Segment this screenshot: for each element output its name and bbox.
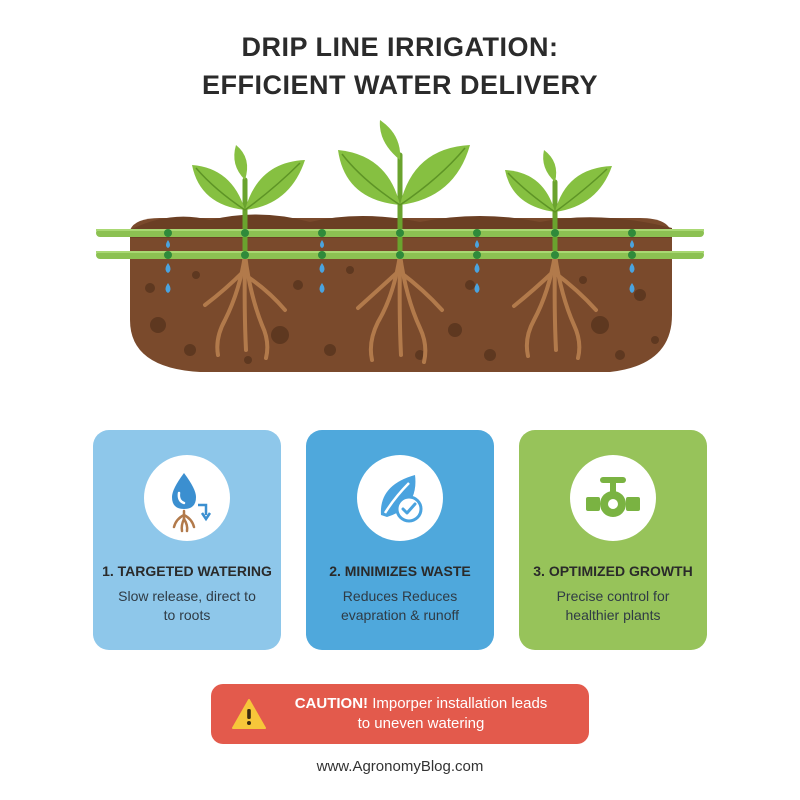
card-targeted-watering: 1. TARGETED WATERING Slow release, direc…: [93, 430, 281, 650]
card-desc-line-2: to roots: [163, 607, 211, 623]
card-description: Slow release, direct to to roots: [103, 587, 271, 625]
title-line-2: EFFICIENT WATER DELIVERY: [201, 70, 598, 100]
water-drops: [165, 240, 635, 293]
drip-irrigation-scene: [96, 120, 704, 372]
footer-website: www.AgronomyBlog.com: [316, 758, 484, 775]
drip-emitters: [164, 229, 636, 259]
valve-icon: [570, 455, 656, 541]
page-title: DRIP LINE IRRIGATION: EFFICIENT WATER DE…: [0, 28, 800, 104]
card-desc-line-2: evapration & runoff: [340, 607, 460, 623]
leaf-veins: [195, 147, 608, 213]
caution-text: CAUTION! Imporper installation leads to …: [271, 694, 571, 734]
card-desc-line-1: Slow release, direct to: [118, 588, 256, 604]
card-title: 1. TARGETED WATERING: [102, 563, 272, 579]
soil-pebbles: [145, 266, 659, 364]
caution-label: CAUTION!: [294, 695, 369, 712]
card-minimizes-waste: 2. MINIMIZES WASTE Reduces Reduces evapr…: [306, 430, 494, 650]
caution-text-line-1: Imporper installation leads: [368, 695, 548, 712]
caution-banner: CAUTION! Imporper installation leads to …: [211, 684, 589, 744]
card-desc-line-1: Reduces Reduces: [342, 588, 458, 604]
card-optimized-growth: 3. OPTIMIZED GROWTH Precise control for …: [519, 430, 707, 650]
card-desc-line-2: healthier plants: [565, 607, 661, 623]
card-desc-line-1: Precise control for: [556, 588, 670, 604]
plant-roots: [203, 253, 598, 364]
card-title: 3. OPTIMIZED GROWTH: [533, 563, 693, 579]
card-description: Precise control for healthier plants: [529, 587, 697, 625]
card-description: Reduces Reduces evapration & runoff: [316, 587, 484, 625]
warning-triangle-icon: [232, 699, 266, 729]
water-drop-root-icon: [144, 455, 230, 541]
card-title: 2. MINIMIZES WASTE: [329, 563, 471, 579]
caution-text-line-2: to uneven watering: [357, 715, 485, 732]
title-line-1: DRIP LINE IRRIGATION:: [241, 32, 559, 62]
leaf-check-icon: [357, 455, 443, 541]
